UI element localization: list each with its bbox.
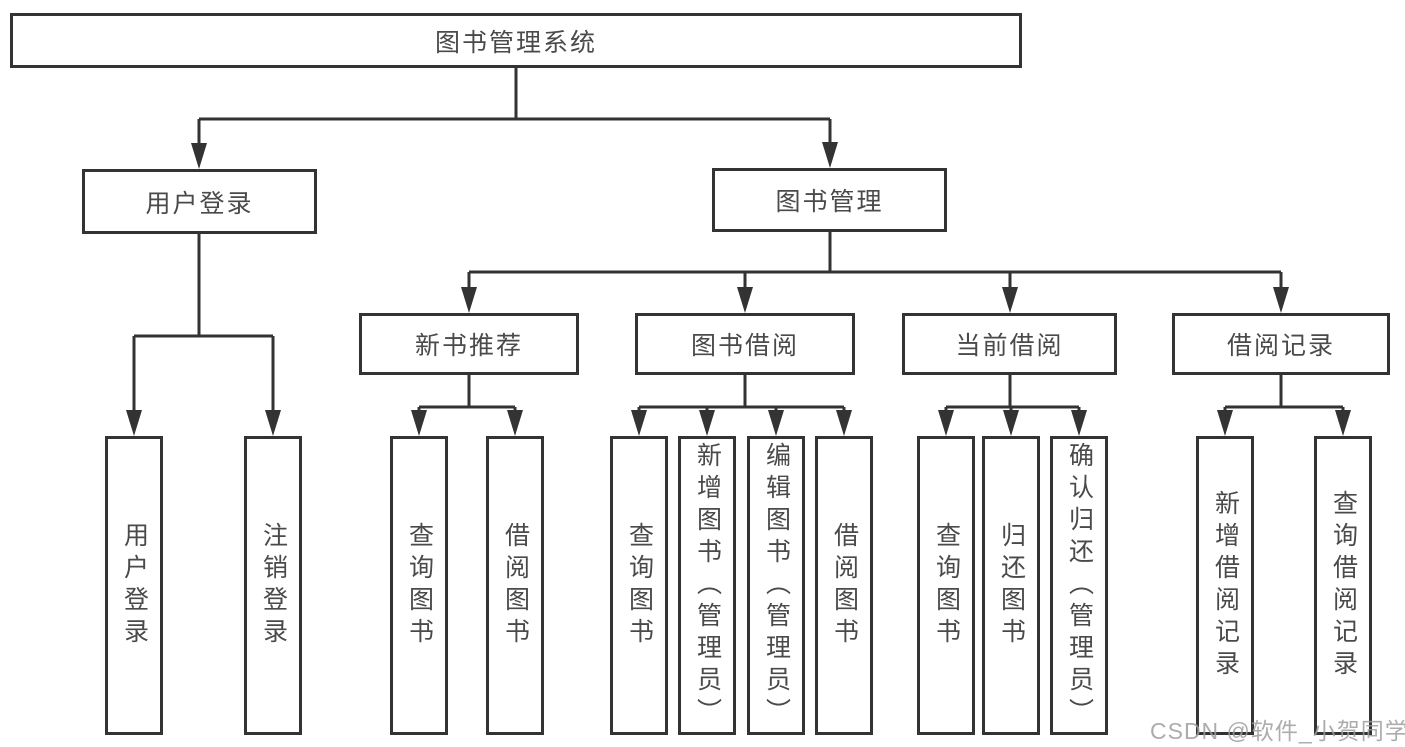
- node-library-system: 图书管理系统: [10, 13, 1022, 68]
- leaf-query-books-borrowing-label: 查询图书: [625, 521, 654, 650]
- leaf-return-books: 归还图书: [982, 436, 1040, 735]
- node-library-system-label: 图书管理系统: [434, 28, 597, 57]
- leaf-query-borrow-record: 查询借阅记录: [1314, 436, 1372, 735]
- arrowheads: [126, 142, 1351, 436]
- node-book-management-label: 图书管理: [775, 188, 884, 216]
- leaf-add-borrow-record: 新增借阅记录: [1196, 436, 1254, 735]
- node-current-borrowing-label: 当前借阅: [955, 332, 1064, 360]
- node-new-book-recommend: 新书推荐: [359, 313, 579, 375]
- leaf-borrow-books-recommend: 借阅图书: [486, 436, 544, 735]
- leaf-query-books-recommend-label: 查询图书: [405, 521, 434, 650]
- leaf-query-books-recommend: 查询图书: [390, 436, 448, 735]
- leaf-borrow-books-borrowing-label: 借阅图书: [830, 521, 859, 650]
- leaf-return-books-label: 归还图书: [997, 521, 1026, 650]
- leaf-query-books-current: 查询图书: [917, 436, 975, 735]
- csdn-watermark: CSDN @软件_小贺同学: [1150, 718, 1405, 744]
- leaf-confirm-return-admin: 确认归还（管理员）: [1050, 436, 1108, 735]
- node-borrowing-records-label: 借阅记录: [1226, 332, 1335, 360]
- node-book-management: 图书管理: [712, 168, 947, 232]
- node-book-borrowing: 图书借阅: [635, 313, 855, 375]
- node-user-login-label: 用户登录: [145, 189, 254, 218]
- leaf-borrow-books-borrowing: 借阅图书: [815, 436, 873, 735]
- leaf-logout: 注销登录: [244, 436, 302, 735]
- node-user-login: 用户登录: [82, 169, 317, 234]
- leaf-add-book-admin: 新增图书（管理员）: [678, 436, 736, 735]
- node-book-borrowing-label: 图书借阅: [690, 332, 799, 360]
- leaf-query-books-current-label: 查询图书: [932, 521, 961, 650]
- leaf-query-books-borrowing: 查询图书: [610, 436, 668, 735]
- leaf-confirm-return-admin-label: 确认归还（管理员）: [1065, 441, 1094, 730]
- node-current-borrowing: 当前借阅: [902, 313, 1117, 375]
- leaf-edit-book-admin: 编辑图书（管理员）: [747, 436, 805, 735]
- leaf-user-login: 用户登录: [105, 436, 163, 735]
- leaf-logout-label: 注销登录: [259, 521, 288, 650]
- leaf-query-borrow-record-label: 查询借阅记录: [1329, 489, 1358, 682]
- node-borrowing-records: 借阅记录: [1172, 313, 1390, 375]
- node-new-book-recommend-label: 新书推荐: [414, 332, 523, 360]
- leaf-edit-book-admin-label: 编辑图书（管理员）: [762, 441, 791, 730]
- leaf-add-borrow-record-label: 新增借阅记录: [1211, 489, 1240, 682]
- leaf-user-login-label: 用户登录: [120, 521, 149, 650]
- leaf-borrow-books-recommend-label: 借阅图书: [501, 521, 530, 650]
- leaf-add-book-admin-label: 新增图书（管理员）: [693, 441, 722, 730]
